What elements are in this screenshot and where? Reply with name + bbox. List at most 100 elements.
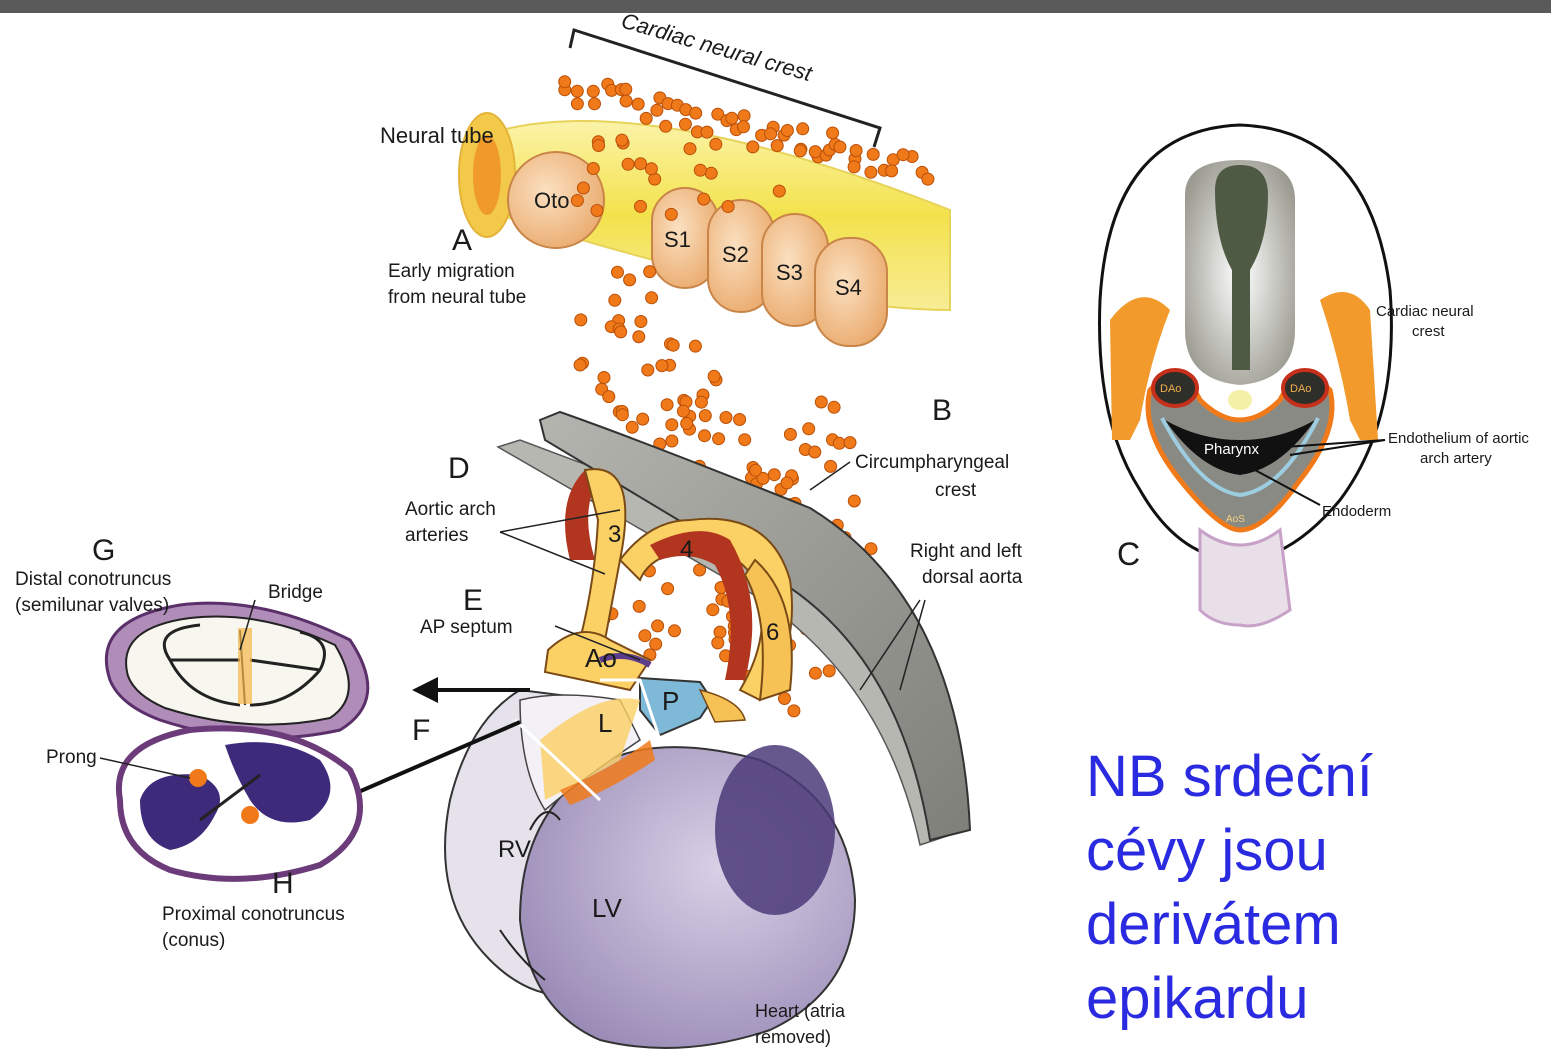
crest-cell: [768, 469, 780, 481]
crest-cell: [571, 195, 583, 207]
crest-cell: [809, 146, 821, 158]
crest-cell: [738, 110, 750, 122]
crest-cell: [708, 370, 720, 382]
crest-cell: [652, 620, 664, 632]
label-e-desc: AP septum: [420, 617, 513, 638]
crest-cell: [897, 149, 909, 161]
crest-cell: [867, 148, 879, 160]
crest-cell: [612, 266, 624, 278]
crest-cell: [850, 145, 862, 157]
crest-cell: [642, 364, 654, 376]
label-endoderm: Endoderm: [1322, 503, 1391, 520]
label-c: C: [1117, 536, 1140, 572]
crest-cell: [695, 396, 707, 408]
crest-cell: [598, 372, 610, 384]
label-b-desc-2: crest: [935, 480, 977, 501]
caption-line-1: NB srdeční: [1086, 740, 1526, 814]
crest-cell: [734, 414, 746, 426]
crest-cell: [707, 604, 719, 616]
crest-cell: [834, 141, 846, 153]
distal-conotruncus-section: [106, 603, 367, 738]
crest-cell: [577, 182, 589, 194]
crest-cell: [886, 165, 898, 177]
crest-cell: [712, 637, 724, 649]
label-e: E: [463, 584, 483, 617]
crest-cell: [620, 83, 632, 95]
crest-cell: [626, 421, 638, 433]
label-right-left-1: Right and left: [910, 541, 1023, 562]
crest-cell: [784, 428, 796, 440]
crest-cell: [571, 98, 583, 110]
label-arch-4: 4: [680, 536, 693, 563]
label-a-desc-1: Early migration: [388, 261, 515, 282]
crest-cell: [669, 625, 681, 637]
label-b: B: [932, 394, 952, 427]
label-s3: S3: [776, 260, 803, 285]
crest-cell: [646, 292, 658, 304]
crest-cell: [662, 583, 674, 595]
crest-cell: [803, 423, 815, 435]
label-dao-left: DAo: [1160, 383, 1181, 395]
crest-cell: [739, 434, 751, 446]
crest-cell: [660, 120, 672, 132]
cross-section-c: [1100, 125, 1392, 626]
label-rv: RV: [498, 836, 531, 863]
crest-cell: [666, 435, 678, 447]
label-heart-2: removed): [755, 1027, 831, 1047]
crest-cell: [609, 294, 621, 306]
label-a-desc-2: from neural tube: [388, 287, 526, 308]
label-arch-6: 6: [766, 619, 779, 646]
crest-cell: [574, 359, 586, 371]
crest-cell: [632, 98, 644, 110]
caption-line-4: epikardu: [1086, 962, 1526, 1036]
label-endothelium-1: Endothelium of aortic: [1388, 430, 1529, 447]
crest-cell: [635, 158, 647, 170]
crest-cell: [699, 430, 711, 442]
heart: [445, 680, 855, 1048]
label-d-desc-1: Aortic arch: [405, 499, 496, 520]
label-g-desc-2: (semilunar valves): [15, 595, 169, 616]
label-l: L: [598, 708, 612, 738]
crest-cell: [765, 128, 777, 140]
crest-cell: [679, 118, 691, 130]
label-g-desc-1: Distal conotruncus: [15, 569, 171, 590]
caption-line-3: derivátem: [1086, 888, 1526, 962]
label-f: F: [412, 714, 430, 747]
crest-cell: [616, 134, 628, 146]
crest-cell: [571, 85, 583, 97]
crest-cell: [809, 667, 821, 679]
label-oto: Oto: [534, 188, 569, 213]
label-p: P: [662, 686, 679, 716]
label-s1: S1: [664, 227, 691, 252]
crest-cell: [827, 127, 839, 139]
crest-cell: [624, 274, 636, 286]
crest-cell: [637, 413, 649, 425]
crest-cell: [747, 141, 759, 153]
crest-cell: [645, 163, 657, 175]
label-b-desc-1: Circumpharyngeal: [855, 452, 1009, 473]
crest-cell: [593, 140, 605, 152]
crest-cell: [771, 140, 783, 152]
label-right-left-2: dorsal aorta: [922, 567, 1023, 588]
crest-cell: [794, 145, 806, 157]
crest-cell: [640, 112, 652, 124]
crest-cell: [750, 464, 762, 476]
label-d: D: [448, 452, 470, 485]
crest-cell: [781, 477, 793, 489]
crest-cell: [828, 401, 840, 413]
label-h-desc-2: (conus): [162, 930, 225, 951]
crest-cell: [779, 693, 791, 705]
crest-cell: [781, 125, 793, 137]
crest-cell: [665, 208, 677, 220]
crest-cell: [667, 339, 679, 351]
crest-cell: [677, 405, 689, 417]
crest-cell: [701, 126, 713, 138]
crest-cell: [559, 76, 571, 88]
label-heart-1: Heart (atria: [755, 1001, 846, 1021]
crest-cell: [620, 95, 632, 107]
label-neural-tube: Neural tube: [380, 123, 494, 148]
crest-cell: [720, 412, 732, 424]
crest-cell: [694, 164, 706, 176]
crest-cell: [698, 193, 710, 205]
crest-cell: [705, 167, 717, 179]
